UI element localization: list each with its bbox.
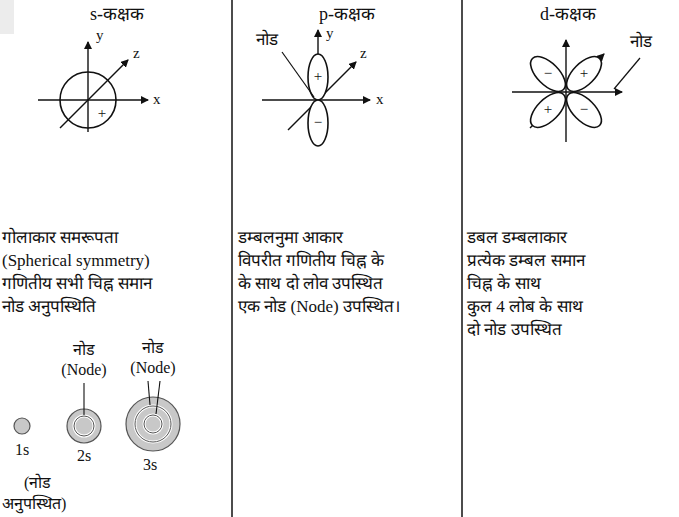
axis-label: z	[360, 44, 367, 62]
axis-label: y	[96, 26, 104, 44]
p-orbital	[262, 30, 370, 146]
description-text: दो नोड उपस्थित	[467, 320, 562, 340]
sign-symbol: +	[98, 104, 106, 122]
sign-symbol: +	[314, 67, 322, 85]
sign-symbol: +	[544, 100, 552, 118]
note-text: अनुपस्थित)	[2, 494, 66, 513]
s-orbital	[38, 42, 148, 132]
node-label: नोड	[256, 30, 278, 50]
corner-patch	[0, 0, 14, 34]
node-label: नोड	[142, 338, 164, 357]
description-text: प्रत्येक डम्बल समान	[467, 251, 585, 271]
description-text: नोड अनुपस्थिति	[2, 297, 96, 317]
orbital-name: 1s	[15, 440, 29, 459]
node-label: नोड	[630, 32, 652, 52]
orbital-name: 2s	[77, 446, 91, 465]
description-text: चिह्न के साथ	[467, 274, 541, 294]
description-text: डबल डम्बलाकार	[467, 228, 567, 248]
description-text: के साथ दो लोव उपस्थित	[238, 274, 383, 294]
column-divider	[231, 0, 233, 517]
description-text: कुल 4 लोब के साथ	[467, 297, 583, 317]
description-text: गणितीय सभी चिह्न समान	[2, 274, 152, 294]
note-text: (नोड	[24, 473, 51, 492]
sign-symbol: −	[544, 64, 552, 82]
axis-label: x	[376, 90, 384, 108]
sign-symbol: −	[314, 113, 322, 131]
orbital-name: 3s	[143, 455, 157, 474]
node-label: (Node)	[130, 358, 175, 377]
column-heading: p-कक्षक	[319, 4, 375, 26]
axis-label: z	[133, 44, 140, 62]
description-text: विपरीत गणितीय चिह्न के	[238, 251, 384, 271]
description-text: गोलाकार समरूपता	[2, 228, 118, 248]
sign-symbol: −	[580, 100, 588, 118]
node-label: नोड	[73, 340, 95, 359]
s-node-circles	[14, 381, 180, 451]
description-text: डम्बलनुमा आकार	[238, 228, 343, 248]
node-label: (Node)	[61, 360, 106, 379]
column-heading: d-कक्षक	[540, 4, 596, 26]
axis-label: x	[153, 90, 161, 108]
axis-label: y	[326, 24, 334, 42]
sign-symbol: +	[580, 64, 588, 82]
column-heading: s-कक्षक	[90, 4, 144, 26]
description-text: (Spherical symmetry)	[2, 251, 150, 271]
column-divider	[461, 0, 463, 517]
description-text: एक नोड (Node) उपस्थित।	[238, 297, 400, 317]
d-orbital	[512, 40, 640, 142]
